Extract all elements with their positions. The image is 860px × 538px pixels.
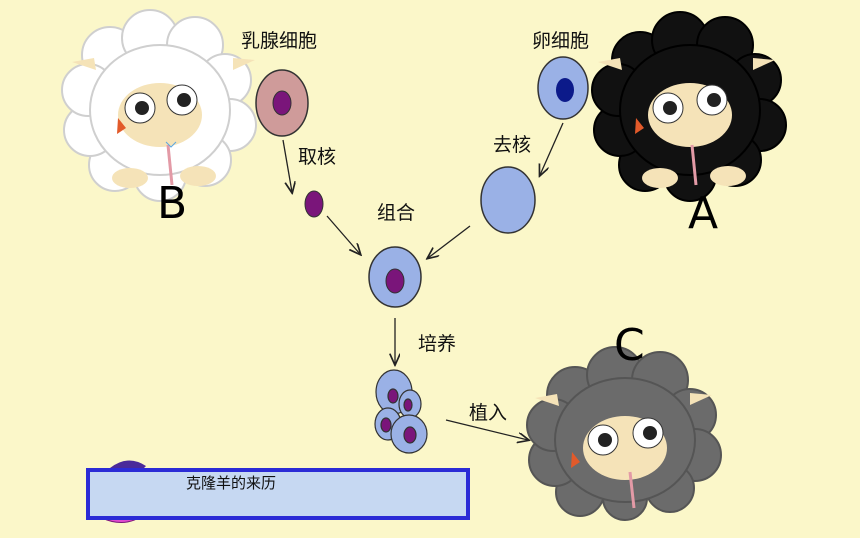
label-remove-nucleus: 去核	[493, 134, 532, 156]
sheep-a-illustration	[591, 11, 787, 202]
mammary-cell-nucleus	[272, 90, 292, 116]
arrow-nucleus-to-combine	[326, 215, 360, 254]
combined-cell-nucleus	[385, 268, 405, 294]
embryo-cluster	[374, 369, 428, 454]
label-take-nucleus: 取核	[298, 146, 337, 168]
egg-cell-nucleus	[556, 78, 574, 102]
label-implant: 植入	[469, 402, 508, 424]
sheep-c-illustration	[526, 346, 722, 521]
arrow-remove-nucleus	[540, 122, 564, 175]
label-mammary-cell: 乳腺细胞	[241, 30, 318, 52]
sheep-c-letter: C	[614, 320, 645, 371]
extracted-nucleus	[304, 190, 324, 218]
label-culture: 培养	[418, 333, 457, 355]
label-egg-cell: 卵细胞	[532, 30, 590, 52]
arrow-take-nucleus	[282, 139, 292, 192]
caption-title: 克隆羊的来历	[186, 474, 277, 492]
caption-bar	[86, 468, 470, 520]
sheep-b-letter: B	[157, 178, 188, 229]
sheep-b-illustration	[61, 9, 257, 202]
label-combine: 组合	[377, 202, 416, 224]
arrow-implant	[445, 419, 528, 440]
arrow-egg-to-combine	[428, 225, 471, 258]
sheep-a-letter: A	[688, 188, 719, 239]
enucleated-egg	[480, 166, 536, 234]
